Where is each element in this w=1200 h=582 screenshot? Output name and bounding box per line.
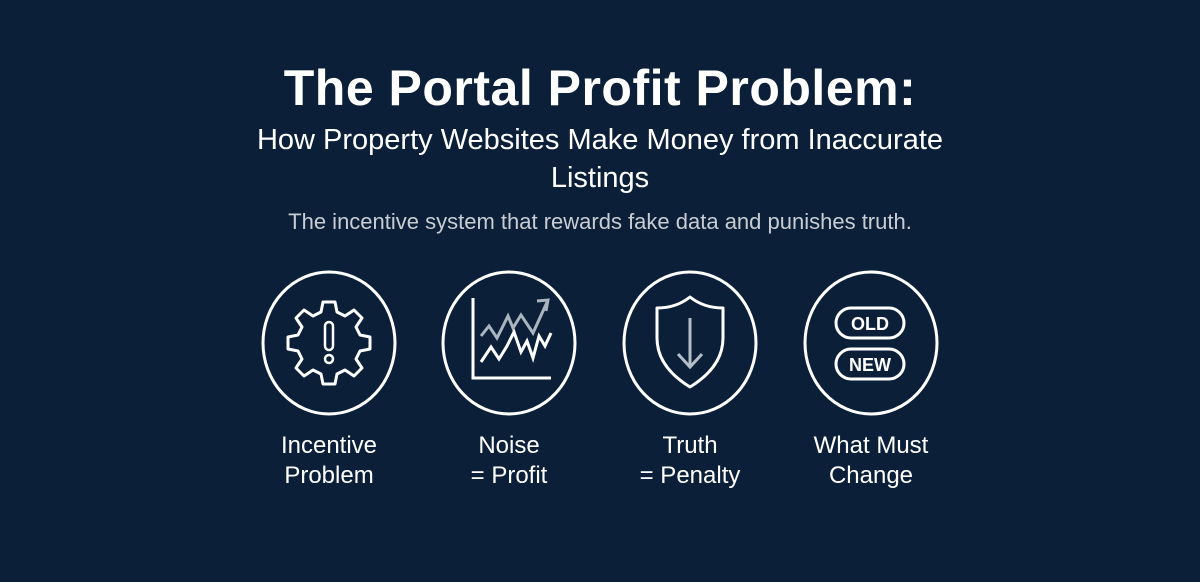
- badge-new: NEW: [849, 355, 891, 375]
- feature-label-line2: = Profit: [470, 462, 548, 489]
- feature-label-line1: Noise: [478, 432, 540, 459]
- feature-label: What Must Change: [781, 431, 961, 491]
- page-subtitle: How Property Websites Make Money from In…: [256, 124, 944, 194]
- feature-what-must-change: OLD NEW What Must Change: [781, 270, 961, 491]
- feature-truth-penalty: Truth = Penalty: [600, 270, 780, 491]
- feature-noise-profit: Noise = Profit: [419, 270, 599, 491]
- feature-label: Noise = Profit: [419, 431, 599, 491]
- feature-label-line1: What Must: [813, 432, 929, 459]
- noisy-chart-icon: [441, 270, 577, 416]
- feature-label: Truth = Penalty: [600, 431, 780, 491]
- feature-incentive-problem: Incentive Problem: [239, 270, 419, 491]
- gear-warning-icon: [261, 270, 397, 416]
- feature-label-line2: Change: [828, 462, 914, 489]
- old-new-toggle-icon: OLD NEW: [803, 270, 939, 416]
- feature-label: Incentive Problem: [239, 431, 419, 491]
- tagline: The incentive system that rewards fake d…: [288, 209, 912, 234]
- feature-label-line1: Incentive: [280, 432, 378, 459]
- feature-label-line1: Truth: [662, 432, 718, 459]
- feature-label-line2: Problem: [284, 462, 374, 489]
- feature-label-line2: = Penalty: [639, 462, 741, 489]
- badge-old: OLD: [851, 314, 889, 334]
- page-title: The Portal Profit Problem:: [283, 60, 917, 116]
- feature-row: Incentive Problem Noise = Profit: [0, 270, 1200, 510]
- shield-down-arrow-icon: [622, 270, 758, 416]
